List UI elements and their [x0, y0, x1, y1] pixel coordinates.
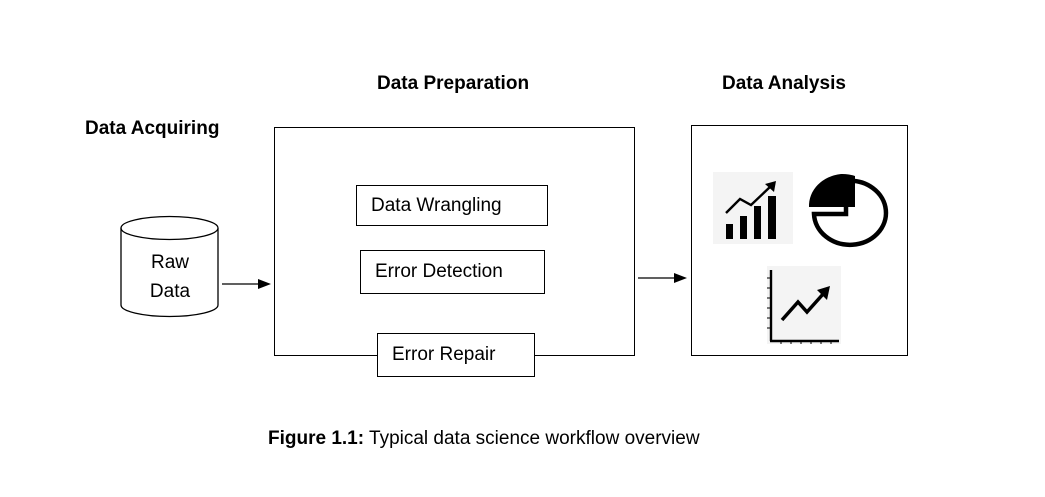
bar-chart-trend-icon	[713, 172, 793, 244]
data-wrangling-step: Data Wrangling	[356, 185, 548, 226]
raw-data-line1: Raw	[150, 252, 189, 273]
arrow-to-preparation	[222, 279, 271, 289]
figure-caption-label: Figure 1.1:	[268, 428, 365, 449]
data-analysis-heading: Data Analysis	[722, 73, 846, 94]
line-chart-icon	[767, 266, 841, 344]
data-preparation-heading: Data Preparation	[377, 73, 530, 94]
data-preparation-box	[274, 127, 635, 356]
pie-chart-icon	[808, 173, 889, 248]
error-repair-step: Error Repair	[377, 333, 535, 377]
raw-data-line2: Data	[149, 281, 191, 302]
raw-data-cylinder	[120, 215, 219, 318]
arrow-to-analysis	[638, 273, 687, 283]
raw-data-label: Raw Data	[121, 248, 219, 306]
figure-caption-text: Typical data science workflow overview	[364, 428, 700, 449]
figure-caption: Figure 1.1: Typical data science workflo…	[268, 428, 700, 450]
error-detection-step: Error Detection	[360, 250, 545, 294]
data-acquiring-heading: Data Acquiring	[85, 118, 220, 139]
